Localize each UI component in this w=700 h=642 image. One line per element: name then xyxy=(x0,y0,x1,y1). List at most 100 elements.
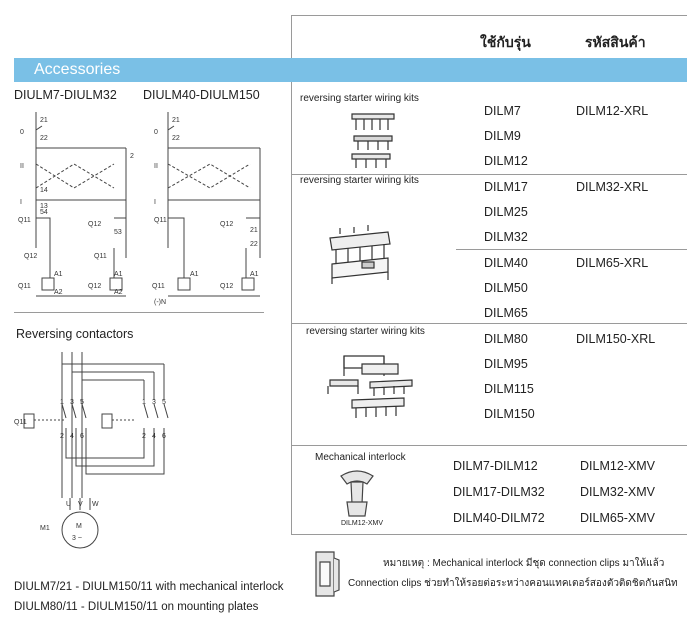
label-6-b: 6 xyxy=(162,433,166,440)
label-w: W xyxy=(92,501,99,508)
label-neutral: (-)N xyxy=(154,299,166,306)
table-top-rule xyxy=(291,15,687,16)
label-a1-a: A1 xyxy=(54,271,63,278)
label-54-a: 54 xyxy=(40,209,48,216)
label-q11-coil: Q11 xyxy=(18,283,31,290)
group-3-end-divider xyxy=(291,323,687,324)
reversing-contactor-diagram: Q11 1 3 5 1 3 5 2 4 6 2 4 6 U V W M1 M 3… xyxy=(14,352,169,549)
label-one-b: I xyxy=(154,199,156,206)
label-v: V xyxy=(78,501,83,508)
group-1-code: DILM12-XRL xyxy=(576,104,649,118)
interlock-code-1: DILM12-XMV xyxy=(580,459,656,473)
label-3-b: 3 xyxy=(152,399,156,406)
label-22-c: 22 xyxy=(250,241,258,248)
models-column-header: ใช้กับรุ่น xyxy=(480,34,531,50)
label-q11-a: Q11 xyxy=(18,217,31,224)
label-m1: M1 xyxy=(40,525,50,532)
caption-line-2: DIULM80/11 - DIULM150/11 on mounting pla… xyxy=(14,601,259,613)
diagram-title-small: DIULM7-DIULM32 xyxy=(14,88,117,102)
group-4-label: reversing starter wiring kits xyxy=(306,326,425,337)
interlock-label: Mechanical interlock xyxy=(315,452,406,463)
label-two-b: II xyxy=(154,163,158,170)
label-q12-b: Q12 xyxy=(24,253,37,260)
label-22-a: 22 xyxy=(40,135,48,142)
label-2-c: 2 xyxy=(142,433,146,440)
interlock-code-3: DILM65-XMV xyxy=(580,511,656,525)
group-1-model-1: DILM7 xyxy=(484,104,521,118)
label-3-a: 3 xyxy=(70,399,74,406)
label-u: U xyxy=(66,501,71,508)
table-left-rule xyxy=(291,15,292,535)
label-two-a: II xyxy=(20,163,24,170)
label-q11-c: Q11 xyxy=(154,217,167,224)
interlock-model-1: DILM7-DILM12 xyxy=(453,459,538,473)
table-bottom-rule xyxy=(291,534,687,535)
group-3-divider xyxy=(456,249,687,250)
label-2-b: 2 xyxy=(60,433,64,440)
label-q11-motor: Q11 xyxy=(14,419,27,426)
group-3-model-3: DILM65 xyxy=(484,306,528,320)
group-2-model-2: DILM25 xyxy=(484,205,528,219)
interlock-model-3: DILM40-DILM72 xyxy=(453,511,545,525)
label-21-c: 21 xyxy=(250,227,258,234)
label-q12-coil: Q12 xyxy=(88,283,101,290)
label-a2-b: A2 xyxy=(114,289,123,296)
wiring-kit-medium-image xyxy=(329,225,391,284)
wiring-kit-small-image xyxy=(351,113,395,168)
label-4-b: 4 xyxy=(152,433,156,440)
label-q12-d: Q12 xyxy=(220,283,233,290)
label-q12-c: Q12 xyxy=(220,221,233,228)
label-m: M xyxy=(76,523,82,530)
group-1-divider xyxy=(291,174,687,175)
diagram-title-large: DIULM40-DIULM150 xyxy=(143,88,260,102)
connection-clip-image xyxy=(315,551,340,597)
label-53-a: 53 xyxy=(114,229,122,236)
label-three-phase: 3 ~ xyxy=(72,535,82,542)
mechanical-interlock-image xyxy=(340,470,374,517)
label-a2-a: A2 xyxy=(54,289,63,296)
label-1-a: 1 xyxy=(60,399,64,406)
label-6-a: 6 xyxy=(80,433,84,440)
note-line-1: หมายเหตุ : Mechanical interlock มีชุด co… xyxy=(383,558,665,569)
interlock-code-2: DILM32-XMV xyxy=(580,485,656,499)
group-4-divider xyxy=(291,445,687,446)
note-line-2: Connection clips ช่วยทำให้รอยต่อระหว่างค… xyxy=(348,578,678,589)
group-1-model-2: DILM9 xyxy=(484,129,521,143)
group-2-model-3: DILM32 xyxy=(484,230,528,244)
label-a1-b: A1 xyxy=(114,271,123,278)
section-title: Accessories xyxy=(34,61,121,78)
label-zero-a: 0 xyxy=(20,129,24,136)
group-4-model-3: DILM115 xyxy=(484,382,534,396)
label-zero-b: 0 xyxy=(154,129,158,136)
reversing-contactors-title: Reversing contactors xyxy=(16,327,134,341)
label-q11-d: Q11 xyxy=(152,283,165,290)
label-22-b: 22 xyxy=(172,135,180,142)
label-5-b: 5 xyxy=(162,399,166,406)
label-21-a: 21 xyxy=(40,117,48,124)
label-q11-b: Q11 xyxy=(94,253,107,260)
left-section-divider xyxy=(14,312,264,313)
wiring-kit-large-image xyxy=(327,355,413,418)
label-4-a: 4 xyxy=(70,433,74,440)
label-21-b: 21 xyxy=(172,117,180,124)
label-a1-c: A1 xyxy=(190,271,199,278)
group-2-label: reversing starter wiring kits xyxy=(300,175,419,186)
group-1-label: reversing starter wiring kits xyxy=(300,93,419,104)
group-2-code: DILM32-XRL xyxy=(576,180,649,194)
label-14-a: 14 xyxy=(40,187,48,194)
interlock-model-2: DILM17-DILM32 xyxy=(453,485,545,499)
section-band xyxy=(14,58,687,82)
group-2-model-1: DILM17 xyxy=(484,180,528,194)
label-1-b: 1 xyxy=(142,399,146,406)
label-a1-d: A1 xyxy=(250,271,259,278)
label-one-a: I xyxy=(20,199,22,206)
interlock-image-caption: DILM12-XMV xyxy=(341,520,384,527)
group-4-model-1: DILM80 xyxy=(484,332,528,346)
group-1-model-3: DILM12 xyxy=(484,154,528,168)
group-3-model-1: DILM40 xyxy=(484,256,528,270)
code-column-header: รหัสสินค้า xyxy=(585,34,646,50)
label-2-a: 2 xyxy=(130,153,134,160)
label-13-a: 13 xyxy=(40,203,48,210)
group-4-code: DILM150-XRL xyxy=(576,332,656,346)
caption-line-1: DIULM7/21 - DIULM150/11 with mechanical … xyxy=(14,581,284,593)
